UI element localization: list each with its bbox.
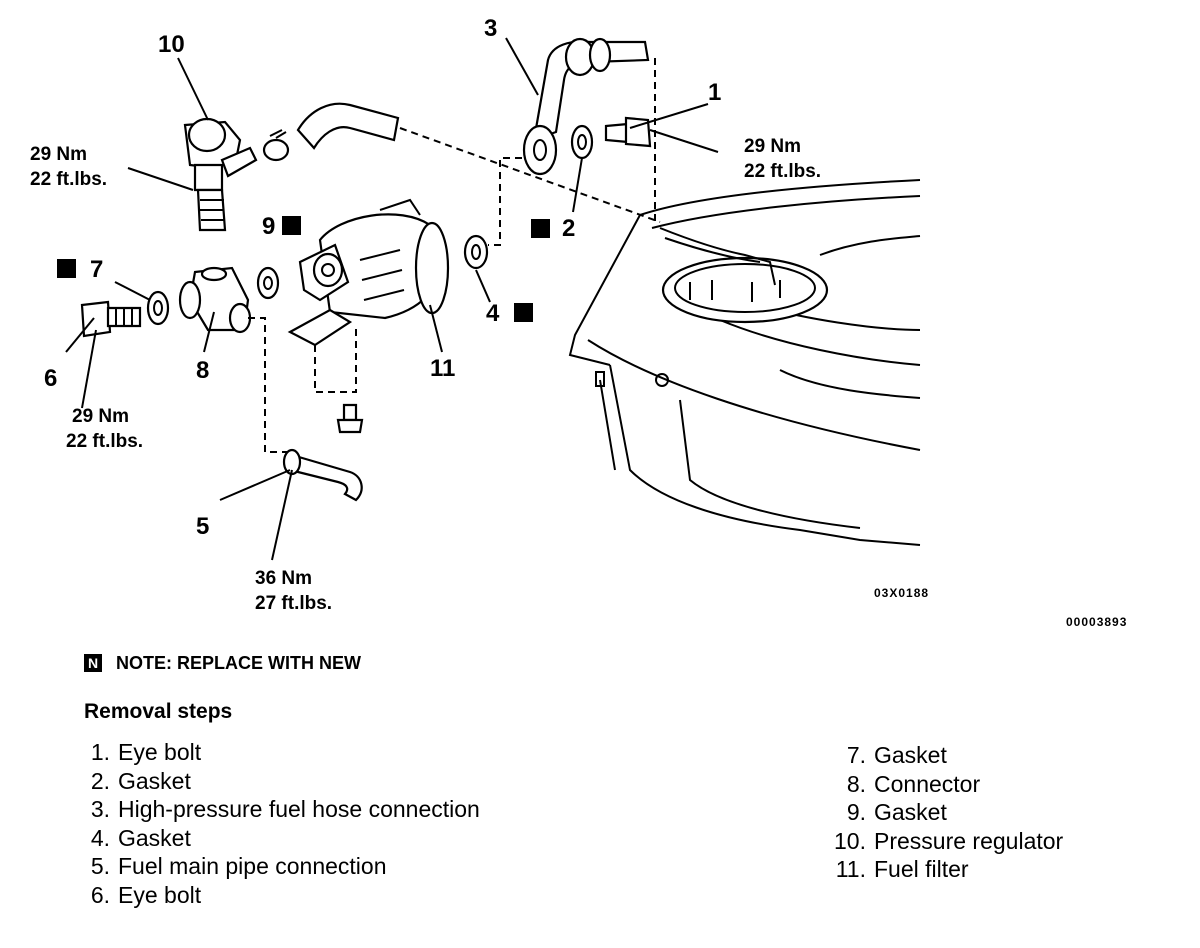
list-item: 1.Eye bolt [90, 739, 202, 765]
torque-regulator-nm: 29 Nm [30, 144, 87, 165]
list-item: 10.Pressure regulator [834, 827, 1064, 854]
torque-eye-bolt-1-nm: 29 Nm [744, 136, 801, 157]
return-hose-drawing [262, 102, 400, 162]
figure-code-b: 00003893 [1066, 615, 1127, 629]
list-item: 6.Eye bolt [90, 881, 202, 908]
replace-note: N NOTE: REPLACE WITH NEW [84, 651, 361, 675]
list-item: 8.Connector [846, 770, 981, 797]
high-pressure-hose-drawing [522, 37, 650, 176]
callout-3: 3 [484, 15, 497, 42]
list-item: 4.Gasket [90, 824, 191, 851]
svg-text:N: N [535, 221, 545, 237]
list-item: 7.Gasket [846, 742, 947, 768]
torque-eye-bolt-6-ftlbs: 22 ft.lbs. [66, 431, 143, 452]
torque-main-pipe-nm: 36 Nm [255, 568, 312, 589]
list-item: 2.Gasket [90, 767, 191, 794]
replace-badge-2: N [531, 219, 550, 238]
filter-bolt-drawing [336, 403, 364, 434]
fuel-tank-drawing [568, 179, 921, 546]
gasket-7-drawing [146, 290, 170, 326]
callout-9: 9 [262, 213, 275, 240]
callout-8: 8 [196, 357, 209, 384]
gasket-9-drawing [256, 266, 280, 300]
note-text: NOTE: REPLACE WITH NEW [116, 652, 361, 673]
callout-11: 11 [430, 355, 455, 382]
callout-2: 2 [562, 215, 575, 242]
replace-badge-7: N [57, 259, 76, 278]
figure-code-a: 03X0188 [874, 586, 929, 600]
callout-6: 6 [44, 365, 57, 392]
exploded-parts-diagram: 10 3 1 9 2 7 4 6 8 11 5 N N N N 29 Nm 22… [30, 15, 1127, 629]
svg-text:N: N [518, 305, 528, 321]
torque-eye-bolt-1-ftlbs: 22 ft.lbs. [744, 161, 821, 182]
svg-text:N: N [286, 218, 296, 234]
list-item: 9.Gasket [846, 799, 947, 825]
removal-steps-list-left: 1.Eye bolt 2.Gasket 3.High-pressure fuel… [84, 738, 480, 909]
callout-5: 5 [196, 513, 209, 540]
callout-7: 7 [90, 256, 103, 283]
removal-steps-list-right: 7.Gasket 8.Connector 9.Gasket 10.Pressur… [824, 741, 1063, 884]
eye-bolt-1-drawing [604, 116, 652, 148]
list-item: 3.High-pressure fuel hose connection [90, 796, 480, 822]
gasket-2-drawing [570, 124, 594, 160]
callout-1: 1 [708, 79, 721, 106]
torque-eye-bolt-6-nm: 29 Nm [72, 406, 129, 427]
pressure-regulator-drawing [183, 117, 258, 232]
eye-bolt-6-drawing [80, 300, 142, 338]
removal-steps-title: Removal steps [84, 700, 233, 723]
fuel-filter-drawing [287, 198, 450, 347]
list-item: 11.Fuel filter [835, 856, 969, 882]
replace-badge-9: N [282, 216, 301, 235]
svg-text:N: N [61, 261, 71, 277]
main-pipe-hose-drawing [282, 448, 363, 502]
torque-main-pipe-ftlbs: 27 ft.lbs. [255, 593, 332, 614]
replace-badge-icon: N [84, 654, 102, 672]
callout-10: 10 [158, 31, 185, 58]
torque-regulator-ftlbs: 22 ft.lbs. [30, 169, 107, 190]
replace-badge-4: N [514, 303, 533, 322]
list-item: 5.Fuel main pipe connection [90, 853, 387, 879]
gasket-4-drawing [463, 234, 489, 270]
callout-4: 4 [486, 300, 500, 327]
connector-drawing [178, 266, 252, 334]
